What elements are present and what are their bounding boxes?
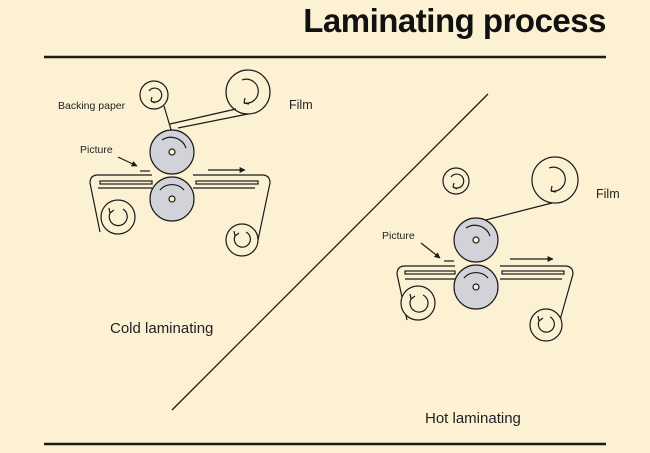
cold-reel-bottom-left <box>100 199 136 235</box>
hot-picture-arrow <box>420 242 441 259</box>
hot-belt <box>396 265 574 321</box>
cold-belt <box>89 174 271 241</box>
hot-web-film <box>477 202 553 223</box>
hot-reel-film <box>531 156 579 204</box>
hot-picture-label: Picture <box>382 230 415 242</box>
hot-reel-small <box>442 167 470 195</box>
hot-caption: Hot laminating <box>425 410 521 427</box>
diagram-title: Laminating process <box>303 2 606 39</box>
cold-web-film <box>177 113 249 129</box>
hot-platen-left <box>404 270 456 275</box>
cold-laminator <box>89 69 271 257</box>
cold-reel-bottom-right <box>225 223 259 257</box>
cold-platen-right <box>195 180 259 185</box>
cold-picture-arrow <box>117 156 138 167</box>
cold-picture-label: Picture <box>80 144 113 156</box>
hot-laminator <box>396 156 579 342</box>
separator-diagonal <box>171 93 489 411</box>
hot-reel-bottom-left <box>400 285 436 321</box>
cold-reel-film <box>225 69 271 115</box>
hot-platen-right <box>501 270 565 275</box>
hot-reel-bottom-right <box>529 308 563 342</box>
cold-platen-left <box>99 180 153 185</box>
cold-web-backing <box>163 105 173 134</box>
cold-backing-paper-label: Backing paper <box>58 100 126 112</box>
cold-web-film-2 <box>169 108 237 125</box>
hot-film-label: Film <box>596 187 620 201</box>
cold-film-label: Film <box>289 98 313 112</box>
cold-reel-backing-paper <box>139 80 169 110</box>
cold-caption: Cold laminating <box>110 320 214 337</box>
